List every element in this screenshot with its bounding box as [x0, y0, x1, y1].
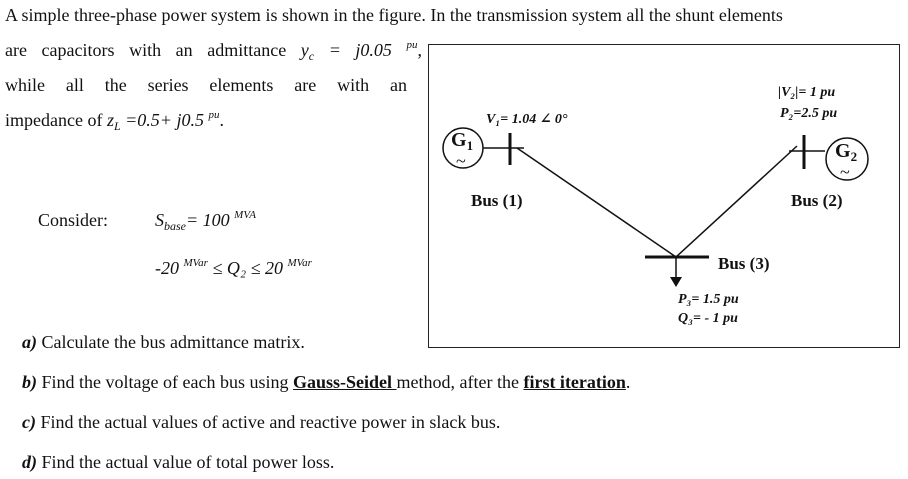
problem-line-1: A simple three-phase power system is sho… [5, 5, 783, 25]
bus-3: Bus (3) P₃= 1.5 pu Q₃= - 1 pu [645, 254, 769, 326]
load-arrow-icon [670, 277, 682, 287]
q2-limits: -20 MVar ≤ Q₂ ≤ 20 MVar [155, 257, 312, 278]
zl-symbol: zL [106, 110, 121, 133]
svg-text:G2: G2 [835, 140, 857, 164]
p2-spec: P₂=2.5 pu [780, 106, 837, 121]
bus-2-label: Bus (2) [791, 191, 842, 210]
bus-1-label: Bus (1) [471, 191, 522, 210]
consider-label: Consider: [38, 210, 108, 230]
v2-spec: |V₂|= 1 pu [778, 85, 835, 100]
problem-line-4: impedance of zL =0.5+ j0.5 pu. [5, 109, 224, 133]
bus-1: V₁= 1.04 ∠ 0° Bus (1) [471, 112, 568, 210]
line-2-3 [675, 145, 798, 258]
bus-2: |V₂|= 1 pu P₂=2.5 pu Bus (2) [778, 85, 842, 210]
problem-line-2: are capacitors with an admittance yc = j… [5, 39, 422, 63]
v1-spec: V₁= 1.04 ∠ 0° [486, 112, 568, 127]
first-iteration-term: first iteration [523, 372, 626, 392]
generator-1: G1 ~ [442, 127, 510, 171]
diagram-svg: G1 ~ V₁= 1.04 ∠ 0° Bus (1) Bus (3) P₃= 1… [442, 85, 869, 326]
generator-2: G2 ~ [825, 137, 869, 182]
question-d: d) Find the actual value of total power … [22, 452, 335, 472]
bus-3-label: Bus (3) [718, 254, 769, 273]
question-a: a) Calculate the bus admittance matrix. [22, 332, 305, 352]
problem-line-3: while all the series elements are with a… [5, 75, 407, 95]
yc-symbol: yc [300, 40, 315, 63]
gauss-seidel-term: Gauss-Seidel [292, 372, 397, 392]
power-system-diagram: G1 ~ V₁= 1.04 ∠ 0° Bus (1) Bus (3) P₃= 1… [428, 44, 900, 348]
question-c: c) Find the actual values of active and … [22, 412, 501, 432]
svg-text:G1: G1 [451, 129, 473, 153]
q3-spec: Q₃= - 1 pu [678, 311, 738, 326]
ac-source-icon: ~ [840, 162, 850, 182]
p3-spec: P₃= 1.5 pu [678, 292, 739, 307]
question-b: b) Find the voltage of each bus using Ga… [22, 372, 631, 392]
s-base-spec: Sbase= 100 MVA [155, 209, 256, 233]
ac-source-icon: ~ [456, 151, 466, 171]
line-1-3 [516, 147, 677, 258]
